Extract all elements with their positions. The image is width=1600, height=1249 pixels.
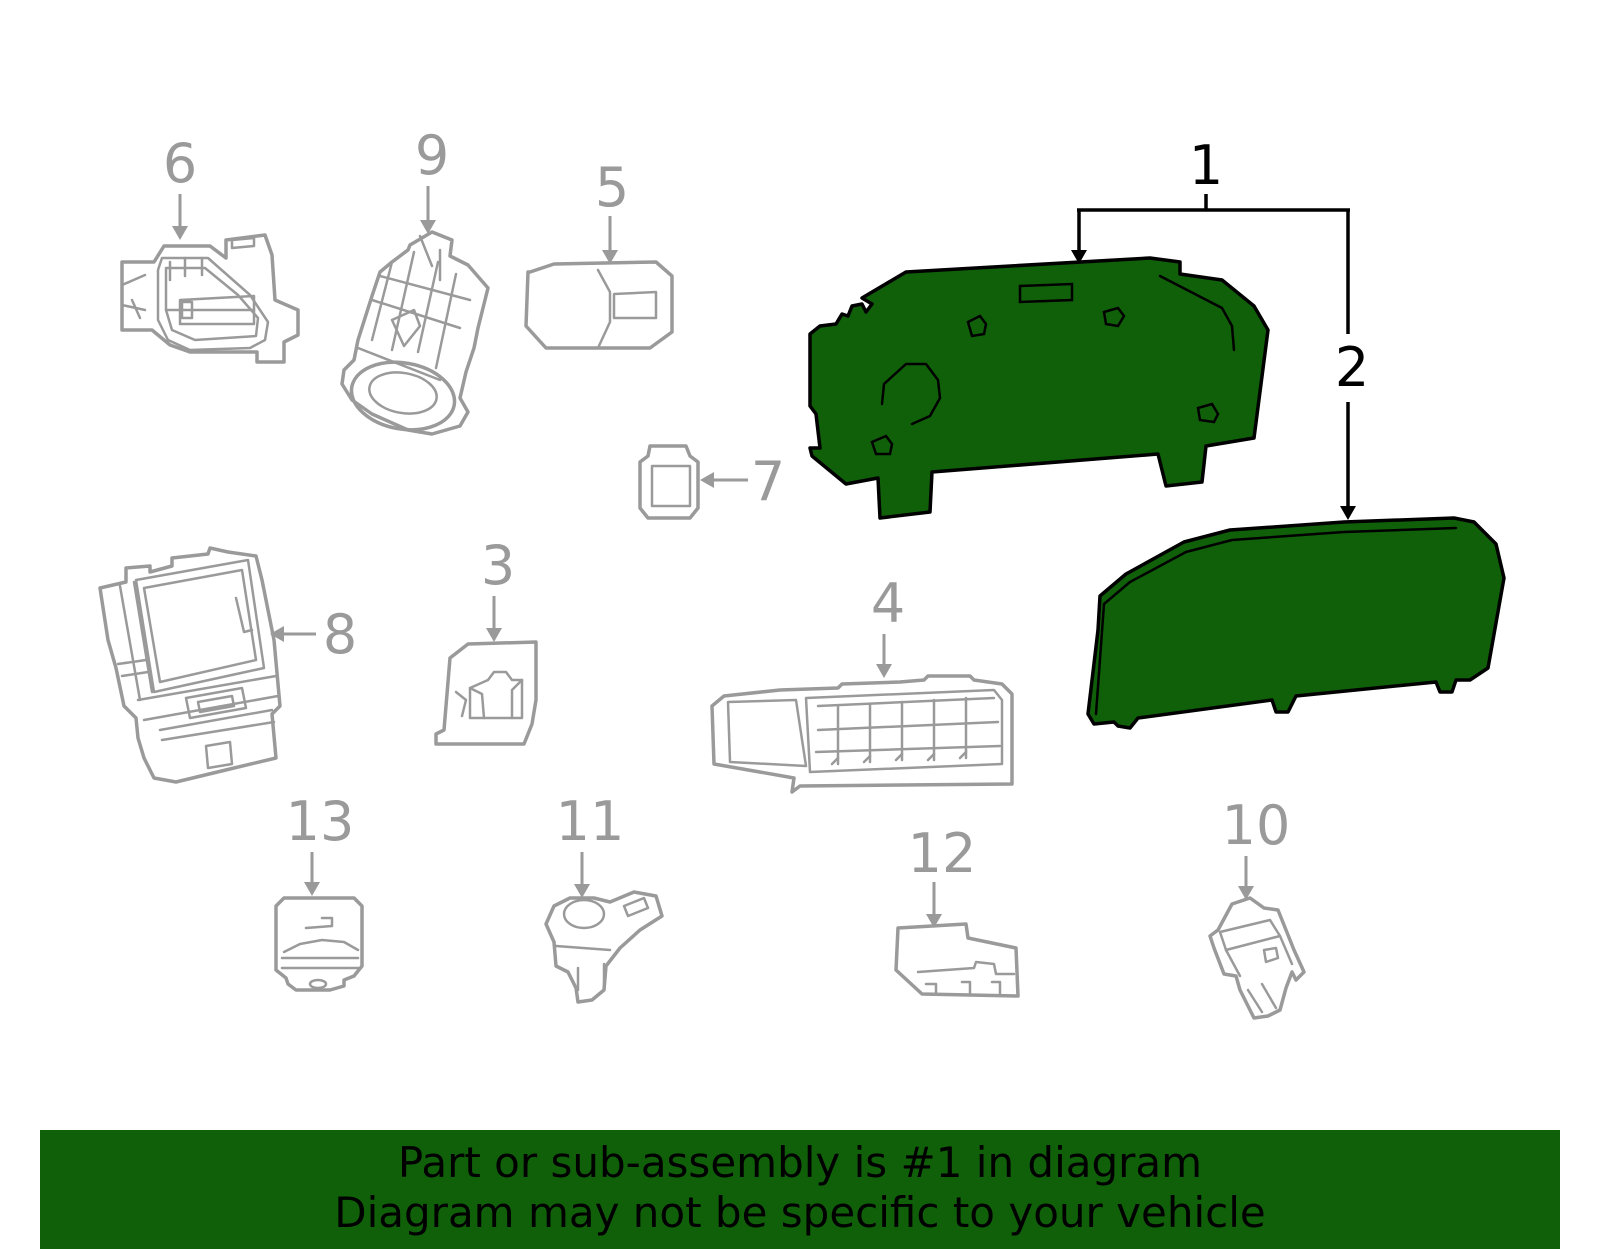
part-2-cluster-lens[interactable] (1086, 516, 1506, 730)
callout-8: 8 (270, 603, 357, 666)
callout-11: 11 (556, 790, 625, 898)
callout-8-label: 8 (323, 603, 357, 666)
callout-2-label: 2 (1335, 336, 1369, 399)
part-9-ignition-switch[interactable] (340, 230, 490, 438)
callout-1: 1 (1071, 134, 1350, 334)
part-8-control-panel[interactable] (98, 546, 282, 784)
callout-11-label: 11 (556, 790, 625, 853)
callout-10: 10 (1222, 794, 1291, 900)
part-6-switch-module[interactable] (120, 233, 300, 364)
callout-13: 13 (286, 790, 355, 896)
callout-4-label: 4 (871, 572, 905, 635)
callout-9-label: 9 (415, 124, 449, 187)
callout-5-label: 5 (595, 156, 629, 219)
part-3-bracket-module[interactable] (434, 640, 538, 746)
info-banner: Part or sub-assembly is #1 in diagram Di… (40, 1130, 1560, 1249)
banner-background (40, 1130, 1560, 1249)
part-13-square-switch[interactable] (274, 896, 364, 992)
callout-12: 12 (908, 822, 977, 928)
callout-5: 5 (595, 156, 629, 264)
callout-12-label: 12 (908, 822, 977, 885)
callout-1-label: 1 (1189, 134, 1223, 197)
callout-9: 9 (415, 124, 449, 234)
callout-6: 6 (163, 132, 197, 240)
part-11-knob-sensor[interactable] (544, 890, 664, 1004)
part-12-flat-module[interactable] (894, 922, 1020, 998)
part-5-module[interactable] (524, 260, 674, 350)
callout-10-label: 10 (1222, 794, 1291, 857)
callout-2: 2 (1335, 336, 1369, 520)
banner-line-2: Diagram may not be specific to your vehi… (334, 1188, 1266, 1237)
callout-3-label: 3 (481, 534, 515, 597)
part-7-small-switch[interactable] (638, 444, 700, 520)
callout-3: 3 (481, 534, 515, 642)
callout-7-label: 7 (751, 450, 785, 513)
part-4-vent-bank[interactable] (710, 674, 1014, 794)
part-10-switch-assembly[interactable] (1208, 896, 1306, 1020)
callout-13-label: 13 (286, 790, 355, 853)
banner-line-1: Part or sub-assembly is #1 in diagram (397, 1138, 1203, 1187)
callout-6-label: 6 (163, 132, 197, 195)
callout-7: 7 (700, 450, 785, 513)
part-1-instrument-cluster[interactable] (808, 256, 1270, 520)
callout-4: 4 (871, 572, 905, 678)
